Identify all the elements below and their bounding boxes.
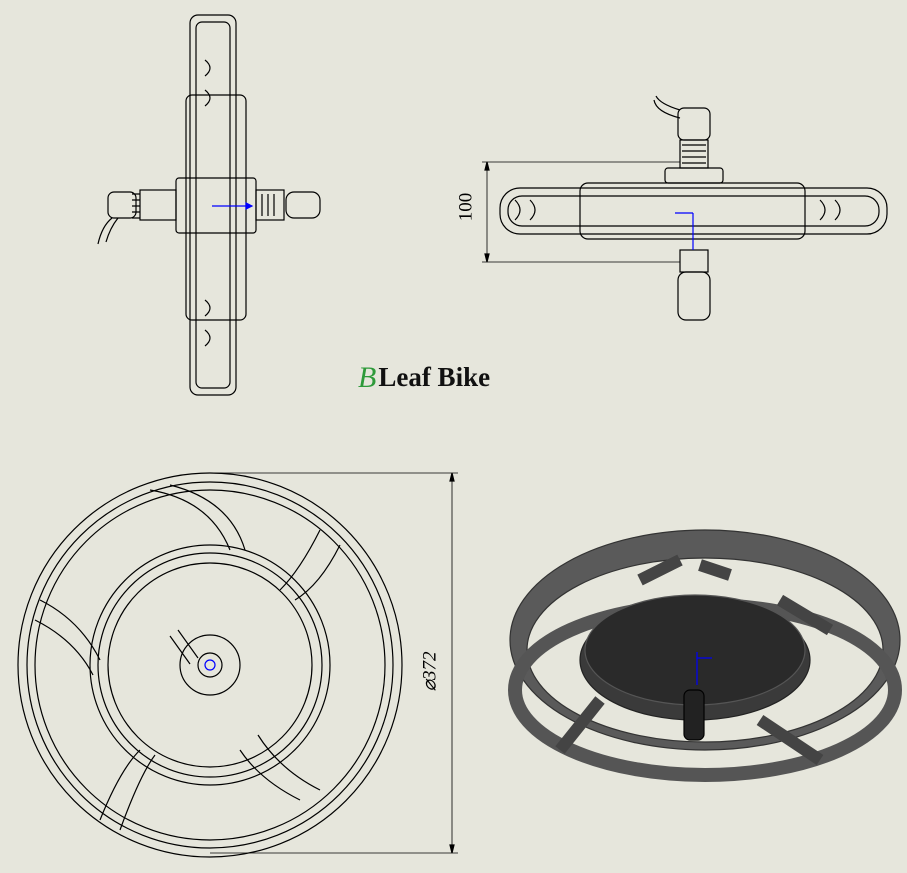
front-view (482, 95, 888, 321)
isometric-render (508, 529, 902, 782)
width-dimension-label: 100 (455, 192, 477, 222)
side-view (97, 14, 321, 396)
leaf-logo-mark: B (358, 360, 377, 394)
plan-view (17, 472, 458, 858)
brand-name: Leaf Bike (378, 362, 491, 392)
diameter-dimension-label: ⌀372 (419, 651, 441, 692)
brand-logo: B Leaf Bike (358, 362, 490, 393)
